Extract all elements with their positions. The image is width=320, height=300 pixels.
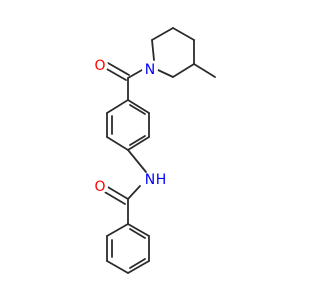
bond-benz-c3-c4: [106, 136, 129, 151]
bond-benzene-nh: [127, 149, 147, 173]
atom-label-layer: O N N H O: [92, 57, 166, 195]
bond-benz-c1-c2: [106, 99, 129, 114]
bond-nh-amide-c: [127, 185, 141, 200]
bond-benz-c4-c5: [127, 136, 150, 151]
atom-hydrogen-amide: H: [156, 172, 167, 188]
bond-amide-co-2: [102, 190, 126, 205]
bond-benz-inner-3: [129, 104, 146, 115]
atom-nitrogen-amide: N: [145, 172, 155, 188]
bond-pip-c6-n: [157, 69, 174, 78]
bond-ph-c3-c4: [106, 260, 129, 274]
molecule-structure-diagram: O N N H O: [92, 27, 216, 274]
bond-pip-c5-c6: [172, 63, 195, 78]
bond-ph-c4-c5: [127, 260, 150, 274]
bond-carbonyl-top-2: [107, 62, 130, 76]
bond-ph-inner-3: [129, 228, 146, 239]
bond-pip-c3-c4: [172, 27, 195, 41]
bond-layer: [102, 27, 216, 274]
atom-nitrogen-piperidine: N: [145, 62, 155, 78]
bond-ph-inner-2: [129, 258, 146, 269]
atom-bg-o-top: [92, 57, 108, 73]
bond-benz-inner-2: [129, 135, 146, 146]
bond-pip-n-c2: [151, 39, 155, 61]
bond-carbonyl-top-1: [104, 67, 127, 81]
atom-oxygen-amide: O: [94, 179, 105, 195]
atom-bg-n-piperidine: [142, 61, 158, 77]
bond-carbonyl-n-piperidine: [127, 69, 143, 79]
bond-ph-c6-c1: [127, 223, 150, 237]
atom-bg-n-amide: [142, 172, 158, 188]
bond-ph-c1-c2: [106, 223, 129, 237]
bond-amide-co-1: [105, 185, 129, 200]
atom-oxygen-top: O: [94, 58, 105, 74]
bond-pip-c2-c3: [151, 27, 174, 41]
atom-bg-o-amide: [92, 178, 108, 194]
bond-methyl: [193, 63, 216, 78]
bond-benz-c6-c1: [127, 99, 150, 114]
